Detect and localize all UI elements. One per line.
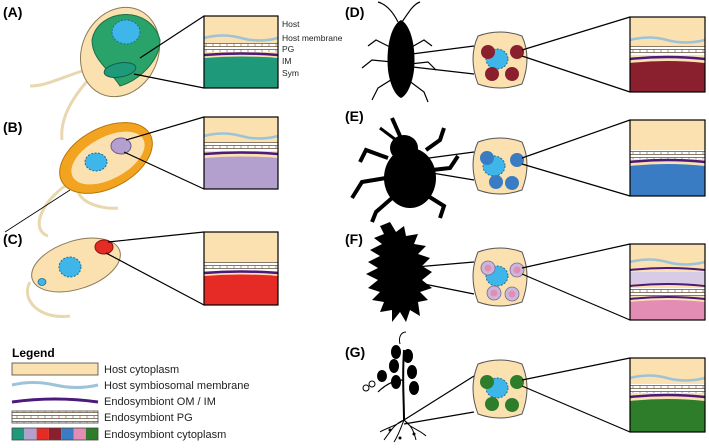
zoom-line: [521, 357, 631, 381]
flagellum: [4, 189, 71, 233]
endosymbiont-c: [94, 239, 114, 255]
panel-b-label: (B): [3, 119, 22, 135]
endosymbiont-d: [485, 67, 499, 81]
zoom-line: [413, 169, 475, 181]
zoom-box-a: [203, 15, 279, 89]
zoom-line: [521, 16, 631, 51]
endosymbiont-e: [480, 151, 494, 165]
zoom-line: [107, 231, 205, 243]
flagellum: [37, 178, 75, 238]
legend-label-pg: Endosymbiont PG: [104, 412, 193, 424]
panel-e: (E): [345, 108, 706, 223]
endosymbiont-g: [480, 375, 494, 389]
zoom-line: [105, 252, 205, 306]
legend-label-host-membrane: Host symbiosomal membrane: [104, 380, 250, 392]
zoom-box-b: [203, 116, 279, 190]
panel-c: (C): [3, 231, 279, 318]
legend-title: Legend: [12, 346, 55, 360]
panel-e-label: (E): [345, 108, 364, 124]
flagellum: [29, 68, 86, 88]
zoom-line: [123, 151, 205, 190]
flagellum: [60, 76, 92, 141]
panel-c-label: (C): [3, 231, 22, 247]
endosymbiont-e: [489, 175, 503, 189]
zoom-box-d: [629, 16, 706, 93]
endosymbiont-d: [510, 45, 524, 59]
zoom-line: [403, 375, 475, 421]
zoom-box-e: [629, 119, 706, 197]
zoom-label-sym: Sym: [282, 68, 299, 78]
endosymbiont-g: [485, 397, 499, 411]
zoom-line: [403, 45, 475, 56]
endosymbiont-f: [504, 286, 520, 302]
aphid-body: [387, 20, 415, 98]
zoom-line: [521, 55, 631, 93]
endosymbiont-b: [110, 137, 132, 155]
legend: Legend Host cytoplasm Host symbiosomal m…: [11, 346, 250, 441]
endosymbiont-g: [505, 398, 519, 412]
flagellum: [26, 281, 71, 318]
panel-g-label: (G): [345, 344, 365, 360]
endosymbiont-e: [505, 176, 519, 190]
zoom-line: [133, 73, 205, 89]
legend-label-endosymbiont-membrane: Endosymbiont OM / IM: [104, 396, 216, 408]
legend-swatch-pg: [11, 410, 99, 424]
zoom-line: [413, 151, 475, 161]
panel-d: (D): [345, 1, 706, 103]
aphid-silhouette: [361, 1, 437, 103]
zoom-line: [139, 15, 205, 59]
endosymbiont-d: [481, 45, 495, 59]
zoom-line: [403, 411, 475, 425]
zoom-label-pg: PG: [282, 44, 294, 54]
endosymbiont-f: [509, 262, 525, 278]
zoom-line: [125, 116, 205, 141]
panel-d-label: (D): [345, 4, 364, 20]
zoom-line: [403, 65, 475, 75]
weevil-silhouette: [350, 117, 460, 223]
nucleus: [111, 19, 141, 45]
legend-label-host-cytoplasm: Host cytoplasm: [104, 364, 179, 376]
panel-f-label: (F): [345, 231, 363, 247]
endosymbiont-f: [480, 260, 496, 276]
endosymbiont-f: [486, 285, 502, 301]
zoom-label-im: IM: [282, 56, 291, 66]
nucleus: [84, 152, 108, 172]
nucleus: [58, 256, 82, 278]
zoom-box-g: [629, 357, 706, 433]
endosymbiont-a: [103, 62, 137, 78]
zoom-line: [521, 119, 631, 159]
panel-a: (A) Host Host membrane PG IM Sym: [3, 4, 343, 141]
legend-swatch-host-membrane: [11, 381, 99, 389]
zoom-label-host: Host: [282, 19, 300, 29]
zoom-line: [521, 163, 631, 197]
zoom-line: [403, 279, 475, 295]
zoom-line: [521, 273, 631, 321]
legend-label-endosymbiont-cytoplasm: Endosymbiont cytoplasm: [104, 429, 226, 441]
endosymbiont-g: [510, 375, 524, 389]
zoom-line: [521, 243, 631, 269]
endosymbiont-d: [505, 67, 519, 81]
panel-a-label: (A): [3, 4, 22, 20]
zoom-line: [521, 385, 631, 433]
legend-swatch-endosymbiont-membrane: [11, 397, 99, 404]
zoom-label-host-membrane: Host membrane: [282, 33, 343, 43]
panel-g: (G): [345, 331, 706, 443]
mealybug-body: [366, 222, 432, 322]
zoom-box-c: [203, 231, 279, 306]
endosymbiont-e: [510, 153, 524, 167]
plant-silhouette: [362, 331, 427, 443]
zoom-box-f: [629, 243, 706, 321]
panel-f: (F): [345, 222, 706, 322]
panel-b: (B): [3, 116, 279, 238]
zoom-line: [403, 261, 475, 269]
legend-swatch-host-cytoplasm: [11, 362, 99, 376]
eyespot: [37, 278, 47, 286]
legend-swatch-endosymbiont-cytoplasm: [11, 427, 99, 441]
